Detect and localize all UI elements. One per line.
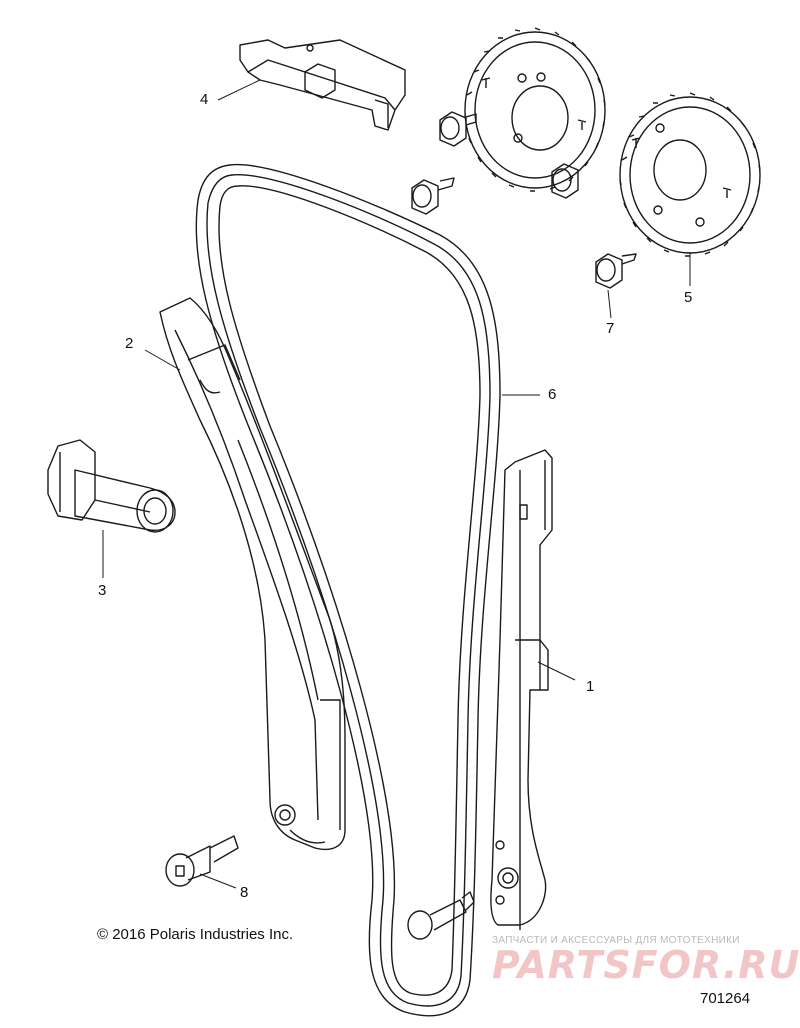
sprocket-bolt-upper bbox=[439, 111, 477, 147]
guide-pivot-bolt bbox=[407, 891, 475, 940]
timing-chain bbox=[195, 163, 501, 1017]
pivot-bolt bbox=[165, 835, 239, 887]
callout-5: 5 bbox=[684, 289, 693, 306]
callout-2: 2 bbox=[125, 335, 134, 352]
callout-8: 8 bbox=[240, 884, 249, 901]
sprocket-bolt-on-sprocket bbox=[551, 163, 579, 199]
watermark-tagline: ЗАПЧАСТИ И АКСЕССУАРЫ ДЛЯ МОТОТЕХНИКИ bbox=[492, 935, 740, 946]
tensioner-guide bbox=[159, 297, 346, 851]
sprocket-bolt-loose bbox=[595, 253, 637, 289]
callout-3: 3 bbox=[98, 582, 107, 599]
callout-1: 1 bbox=[586, 678, 595, 695]
hydraulic-tensioner bbox=[47, 439, 176, 533]
chain-guide bbox=[490, 449, 553, 930]
drawing-number: 701264 bbox=[700, 990, 751, 1007]
watermark-logo: PARTSFOR.RU bbox=[492, 943, 800, 987]
callout-4: 4 bbox=[200, 91, 209, 108]
sprocket-bolt-middle bbox=[411, 177, 455, 215]
camshaft-sprocket-intake bbox=[464, 27, 606, 192]
callout-7: 7 bbox=[606, 320, 615, 337]
callout-6: 6 bbox=[548, 386, 557, 403]
leader-lines bbox=[102, 79, 691, 889]
upper-chain-guide bbox=[239, 39, 406, 131]
copyright-notice: © 2016 Polaris Industries Inc. bbox=[97, 926, 294, 943]
camshaft-sprocket-exhaust bbox=[619, 92, 761, 257]
